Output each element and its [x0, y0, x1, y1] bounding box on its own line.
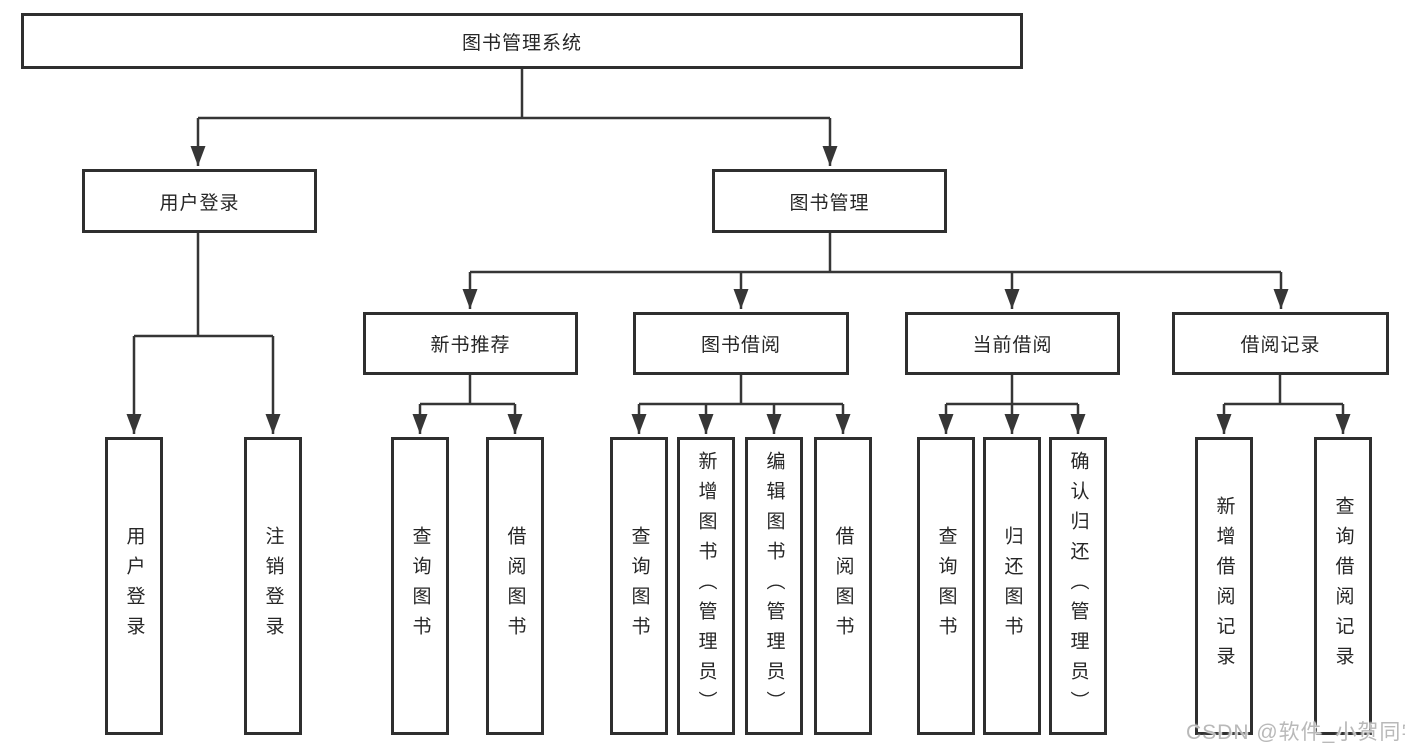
leaf-records-add-record-label: 新增借阅记录: [1213, 496, 1235, 676]
leaf-borrow-edit-book-admin: 编辑图书（管理员）: [745, 437, 803, 735]
leaf-borrow-add-book-admin: 新增图书（管理员）: [677, 437, 735, 735]
leaf-current-query-books: 查询图书: [917, 437, 975, 735]
leaf-current-confirm-return-admin: 确认归还（管理员）: [1049, 437, 1107, 735]
leaf-recommend-borrow-books-label: 借阅图书: [504, 526, 526, 646]
node-library-management-system: 图书管理系统: [21, 13, 1023, 69]
leaf-current-query-books-label: 查询图书: [935, 526, 957, 646]
leaf-borrow-borrow-books: 借阅图书: [814, 437, 872, 735]
leaf-logout: 注销登录: [244, 437, 302, 735]
leaf-records-add-record: 新增借阅记录: [1195, 437, 1253, 735]
node-borrow-records: 借阅记录: [1172, 312, 1389, 375]
leaf-current-return-books-label: 归还图书: [1001, 526, 1023, 646]
leaf-borrow-query-books: 查询图书: [610, 437, 668, 735]
leaf-records-query-record: 查询借阅记录: [1314, 437, 1372, 735]
leaf-user-login: 用户登录: [105, 437, 163, 735]
leaf-borrow-query-books-label: 查询图书: [628, 526, 650, 646]
node-current-borrow: 当前借阅: [905, 312, 1120, 375]
node-user-login: 用户登录: [82, 169, 317, 233]
csdn-watermark: CSDN @软件_小贺同学: [1186, 721, 1405, 744]
leaf-borrow-borrow-books-label: 借阅图书: [832, 526, 854, 646]
node-book-borrow: 图书借阅: [633, 312, 849, 375]
leaf-recommend-borrow-books: 借阅图书: [486, 437, 544, 735]
node-new-book-recommend: 新书推荐: [363, 312, 578, 375]
leaf-borrow-add-book-admin-label: 新增图书（管理员）: [695, 451, 717, 721]
leaf-current-confirm-return-admin-label: 确认归还（管理员）: [1067, 451, 1089, 721]
node-book-management: 图书管理: [712, 169, 947, 233]
leaf-recommend-query-books-label: 查询图书: [409, 526, 431, 646]
leaf-borrow-edit-book-admin-label: 编辑图书（管理员）: [763, 451, 785, 721]
leaf-recommend-query-books: 查询图书: [391, 437, 449, 735]
leaf-records-query-record-label: 查询借阅记录: [1332, 496, 1354, 676]
leaf-user-login-label: 用户登录: [123, 526, 145, 646]
leaf-current-return-books: 归还图书: [983, 437, 1041, 735]
leaf-logout-label: 注销登录: [262, 526, 284, 646]
